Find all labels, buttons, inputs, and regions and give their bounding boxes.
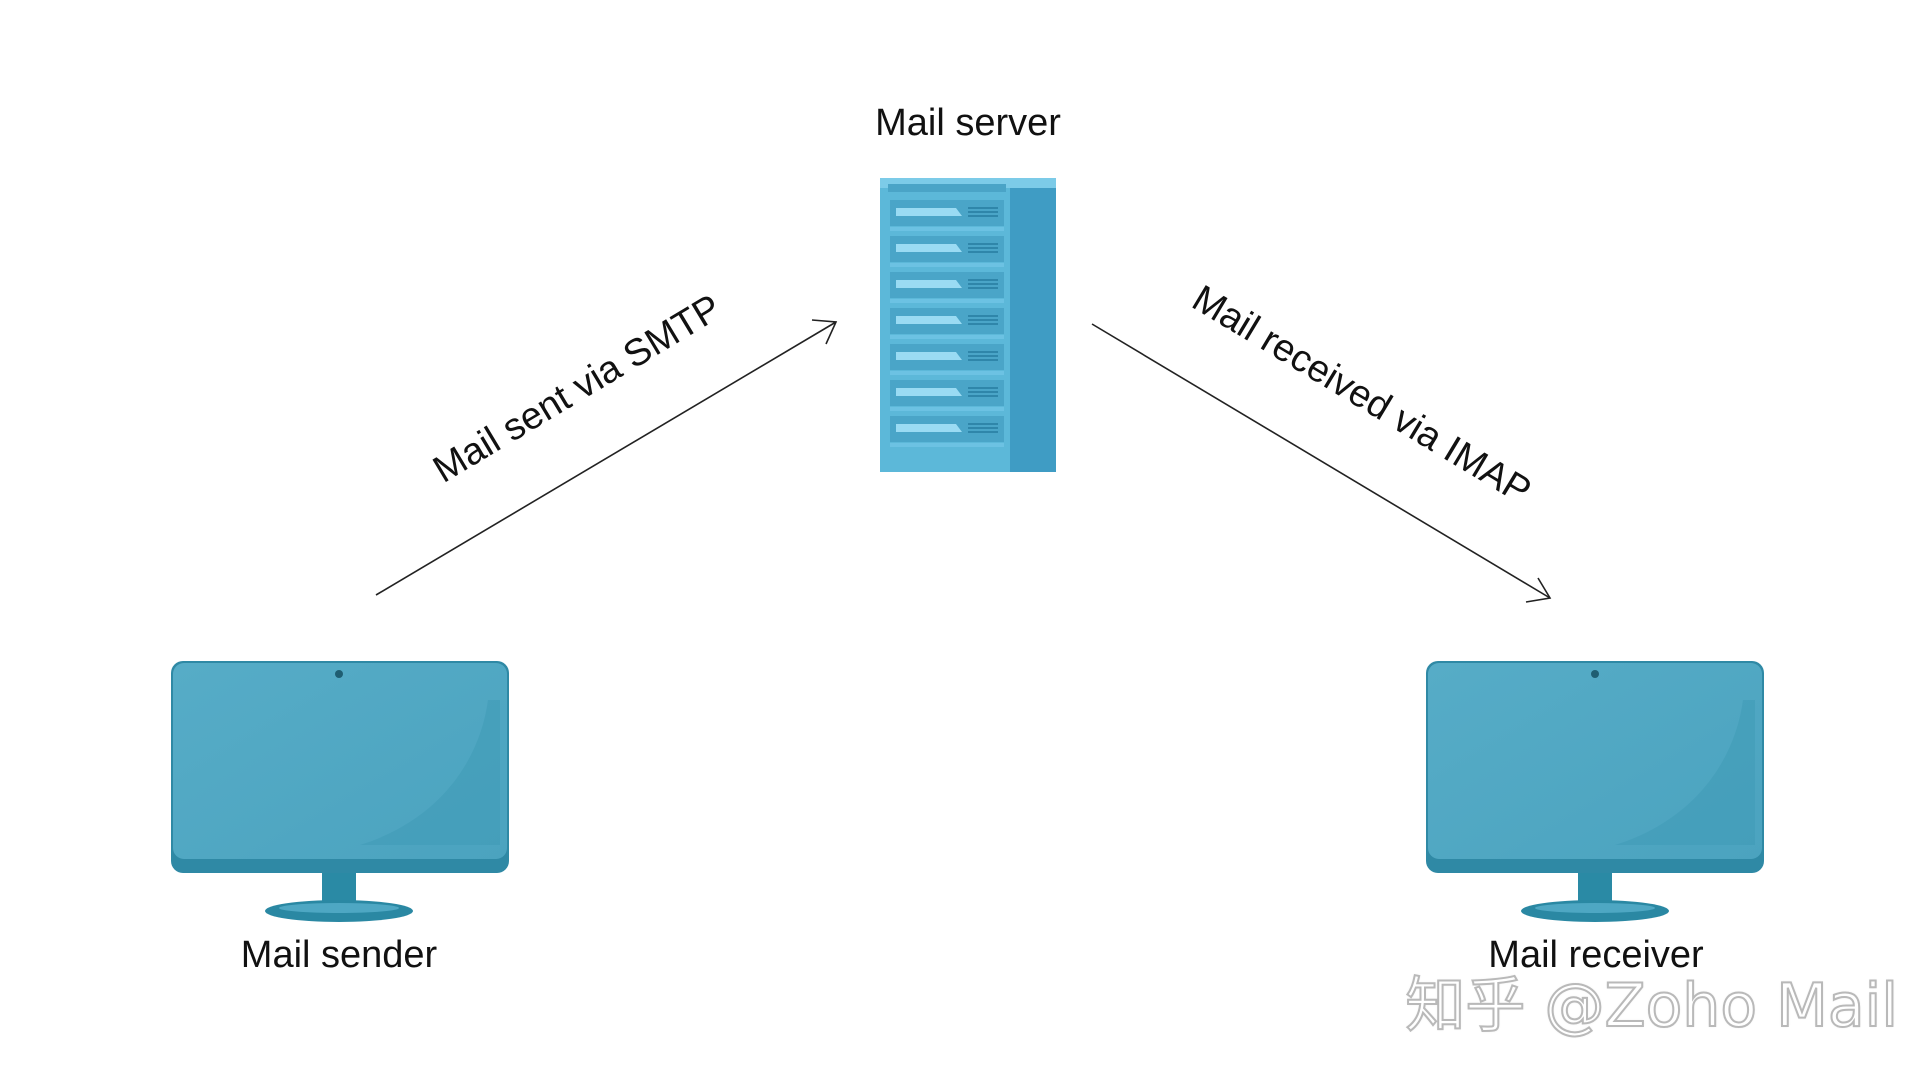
server-vent: [968, 431, 998, 433]
server-separator: [890, 227, 1004, 231]
server-vent: [968, 319, 998, 321]
receiver-monitor-icon: [1426, 661, 1764, 922]
server-vent: [968, 283, 998, 285]
server-slots: [890, 200, 1004, 447]
server-drive-indicator: [896, 388, 962, 396]
server-vent: [968, 387, 998, 389]
server-label: Mail server: [875, 102, 1061, 144]
server-side-panel: [1010, 178, 1056, 472]
server-vent: [968, 279, 998, 281]
server-vent: [968, 427, 998, 429]
server-separator: [890, 407, 1004, 411]
imap-arrow: [1091, 323, 1552, 603]
server-vent: [968, 243, 998, 245]
server-drive-indicator: [896, 244, 962, 252]
server-drive-indicator: [896, 280, 962, 288]
server-vent: [968, 247, 998, 249]
sender-label: Mail sender: [240, 934, 438, 976]
server-vent: [968, 355, 998, 357]
server-vent: [968, 359, 998, 361]
server-vent: [968, 251, 998, 253]
server-separator: [890, 443, 1004, 447]
server-vent: [968, 423, 998, 425]
watermark: 知乎 @Zoho Mail: [1404, 970, 1899, 1042]
server-separator: [890, 371, 1004, 375]
server-rack-icon: [880, 178, 1056, 472]
server-separator: [890, 299, 1004, 303]
server-vent: [968, 315, 998, 317]
server-separator: [890, 263, 1004, 267]
sender-monitor-icon: [171, 661, 509, 922]
server-vent: [968, 391, 998, 393]
server-vent: [968, 215, 998, 217]
server-vent: [968, 323, 998, 325]
server-drive-indicator: [896, 316, 962, 324]
server-separator: [890, 335, 1004, 339]
server-drive-indicator: [896, 352, 962, 360]
server-drive-indicator: [896, 208, 962, 216]
receiver-label: Mail receiver: [1488, 934, 1704, 976]
server-vent: [968, 211, 998, 213]
server-drive-indicator: [896, 424, 962, 432]
server-vent: [968, 287, 998, 289]
server-vent: [968, 395, 998, 397]
server-vent: [968, 351, 998, 353]
smtp-arrow: [375, 319, 838, 596]
server-vent: [968, 207, 998, 209]
